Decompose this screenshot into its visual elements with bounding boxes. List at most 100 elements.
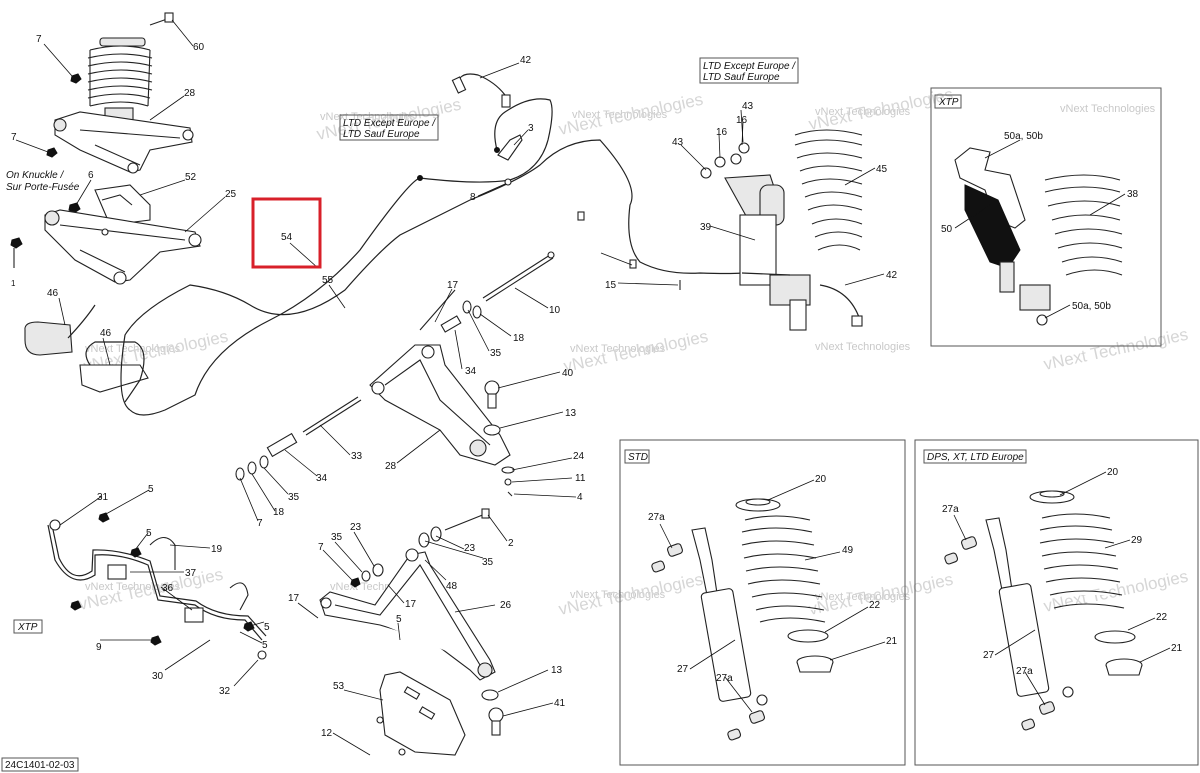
callout-35[interactable]: 35 (482, 557, 494, 568)
callout-27a[interactable]: 27a (716, 673, 733, 684)
callout-38[interactable]: 38 (1127, 189, 1139, 200)
callout-27a[interactable]: 27a (648, 512, 665, 523)
callout-40[interactable]: 40 (562, 368, 574, 379)
callout-55[interactable]: 55 (322, 275, 334, 286)
note-ltd-except-2: LTD Except Europe / LTD Sauf Europe (699, 57, 799, 84)
callout-28[interactable]: 28 (184, 88, 196, 99)
callout-35[interactable]: 35 (288, 492, 300, 503)
callout-5[interactable]: 5 (264, 622, 270, 633)
callout-7[interactable]: 7 (257, 518, 263, 529)
callout-31[interactable]: 31 (97, 492, 109, 503)
callout-19[interactable]: 19 (211, 544, 223, 555)
callout-17[interactable]: 17 (288, 593, 300, 604)
callout-49[interactable]: 49 (842, 545, 854, 556)
callout-10[interactable]: 10 (549, 305, 561, 316)
note-on-knuckle-line1: On Knuckle / (6, 170, 64, 181)
callout-43[interactable]: 43 (742, 101, 754, 112)
callout-18[interactable]: 18 (273, 507, 285, 518)
upper-left-assembly (46, 12, 194, 174)
frame-std: STD (619, 439, 906, 766)
callout-32[interactable]: 32 (219, 686, 231, 697)
callout-7[interactable]: 7 (318, 542, 324, 553)
callout-2[interactable]: 2 (508, 538, 514, 549)
callout-13[interactable]: 13 (565, 408, 577, 419)
callout-24[interactable]: 24 (573, 451, 585, 462)
callout-21[interactable]: 21 (886, 636, 898, 647)
callout-17[interactable]: 17 (447, 280, 459, 291)
frame-xtp-left-label: XTP (17, 622, 38, 633)
callout-20[interactable]: 20 (815, 474, 827, 485)
callout-16[interactable]: 16 (736, 115, 748, 126)
callout-34[interactable]: 34 (465, 366, 477, 377)
callout-48[interactable]: 48 (446, 581, 458, 592)
frame-dps: DPS, XT, LTD Europe (914, 439, 1199, 766)
callout-60[interactable]: 60 (193, 42, 205, 53)
std-shock-assembly (651, 498, 834, 741)
callout-46[interactable]: 46 (47, 288, 59, 299)
callout-50[interactable]: 50 (941, 224, 953, 235)
callout-42[interactable]: 42 (886, 270, 898, 281)
callout-17[interactable]: 17 (405, 599, 417, 610)
callout-27a[interactable]: 27a (942, 504, 959, 515)
callout-37[interactable]: 37 (185, 568, 197, 579)
callout-42[interactable]: 42 (520, 55, 532, 66)
callout-5[interactable]: 5 (146, 528, 152, 539)
frame-xtp-top-label: XTP (938, 97, 959, 108)
callout-34[interactable]: 34 (316, 473, 328, 484)
callout-5[interactable]: 5 (148, 484, 154, 495)
note-ltd-except-2-line2: LTD Sauf Europe (703, 72, 780, 83)
callout-7[interactable]: 7 (36, 34, 42, 45)
callout-4[interactable]: 4 (577, 492, 583, 503)
callout-35[interactable]: 35 (331, 532, 343, 543)
callout-52[interactable]: 52 (185, 172, 197, 183)
callout-27[interactable]: 27 (677, 664, 689, 675)
callout-15[interactable]: 15 (605, 280, 617, 291)
callout-13[interactable]: 13 (551, 665, 563, 676)
callout-18[interactable]: 18 (513, 333, 525, 344)
callout-7[interactable]: 7 (11, 132, 17, 143)
callout-53[interactable]: 53 (333, 681, 345, 692)
callout-33[interactable]: 33 (351, 451, 363, 462)
callout-25[interactable]: 25 (225, 189, 237, 200)
callout-1[interactable]: 1 (11, 279, 16, 288)
callout-27a[interactable]: 27a (1016, 666, 1033, 677)
note-ltd-except-1: LTD Except Europe / LTD Sauf Europe (339, 114, 439, 141)
watermarks: vNext Technologies vNext Technologies vN… (77, 85, 1190, 619)
center-a-arm (235, 344, 515, 497)
callout-46[interactable]: 46 (100, 328, 112, 339)
callout-30[interactable]: 30 (152, 671, 164, 682)
callout-43[interactable]: 43 (672, 137, 684, 148)
callout-11[interactable]: 11 (575, 473, 586, 484)
callout-20[interactable]: 20 (1107, 467, 1119, 478)
callout-39[interactable]: 39 (700, 222, 712, 233)
callout-36[interactable]: 36 (162, 583, 174, 594)
callout-9[interactable]: 9 (96, 642, 102, 653)
callout-26[interactable]: 26 (500, 600, 512, 611)
callout-35[interactable]: 35 (490, 348, 502, 359)
callout-8[interactable]: 8 (470, 192, 476, 203)
callout-5[interactable]: 5 (396, 614, 402, 625)
callout-23[interactable]: 23 (464, 543, 476, 554)
callout-3[interactable]: 3 (528, 123, 534, 134)
callout-6[interactable]: 6 (88, 170, 94, 181)
callout-50ab[interactable]: 50a, 50b (1072, 301, 1111, 312)
callout-45[interactable]: 45 (876, 164, 888, 175)
callout-28[interactable]: 28 (385, 461, 397, 472)
callout-16[interactable]: 16 (716, 127, 728, 138)
callout-54[interactable]: 54 (281, 232, 293, 243)
callout-5[interactable]: 5 (262, 640, 268, 651)
highlight-box-part-54 (251, 197, 322, 269)
frame-xtp-top: XTP (930, 87, 1162, 347)
callout-29[interactable]: 29 (1131, 535, 1143, 546)
lower-center-arm (319, 508, 504, 756)
callout-50ab[interactable]: 50a, 50b (1004, 131, 1043, 142)
callout-27[interactable]: 27 (983, 650, 995, 661)
callout-21[interactable]: 21 (1171, 643, 1183, 654)
callout-22[interactable]: 22 (869, 600, 881, 611)
callout-12[interactable]: 12 (321, 728, 333, 739)
leader-lines (15, 19, 1171, 756)
callout-23[interactable]: 23 (350, 522, 362, 533)
callout-41[interactable]: 41 (554, 698, 566, 709)
callout-22[interactable]: 22 (1156, 612, 1168, 623)
